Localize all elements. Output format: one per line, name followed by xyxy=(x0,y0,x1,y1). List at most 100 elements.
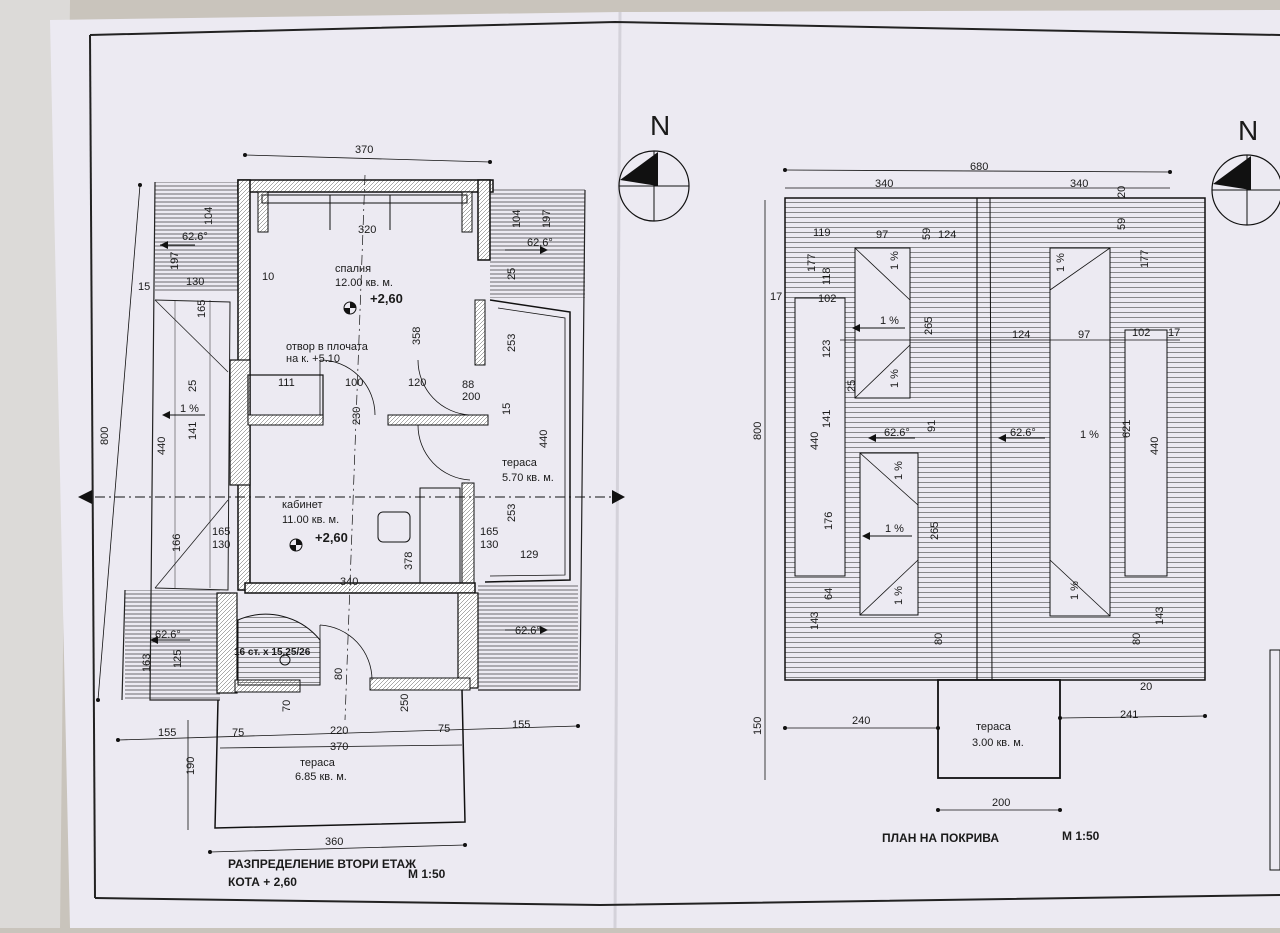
dim-358: 358 xyxy=(411,327,423,345)
roof-dim-800: 800 xyxy=(752,422,764,440)
dim-250: 250 xyxy=(399,694,411,712)
roof-dim-143b: 143 xyxy=(1154,607,1166,625)
stair-label: 16 ст. х 15,25/26 xyxy=(234,647,311,658)
dim-360: 360 xyxy=(325,836,343,848)
roof-dim-680: 680 xyxy=(970,161,988,173)
dim-120: 120 xyxy=(408,377,426,389)
roof-dim-177a: 177 xyxy=(806,254,818,272)
dim-165-left: 165 xyxy=(196,300,208,318)
roof-dim-150: 150 xyxy=(752,717,764,735)
roof-dim-25a: 25 xyxy=(846,380,858,392)
dim-253-right-a: 253 xyxy=(506,334,518,352)
roof-dim-20b: 20 xyxy=(1140,681,1152,693)
office-chair-icon xyxy=(377,511,411,543)
dim-165-window: 165 xyxy=(212,526,230,538)
dim-104-right: 104 xyxy=(511,210,523,228)
plan-title: РАЗПРЕДЕЛЕНИЕ ВТОРИ ЕТАЖ xyxy=(228,857,416,871)
dim-130-left: 130 xyxy=(186,276,204,288)
terrace-east-area: 5.70 кв. м. xyxy=(502,472,554,484)
terrace-east-name: тераса xyxy=(502,457,538,469)
dim-111: 111 xyxy=(278,377,295,389)
level-marker-icon xyxy=(343,301,357,315)
dim-155-right: 155 xyxy=(512,719,530,731)
north-label: N xyxy=(650,110,670,141)
north-arrow-icon xyxy=(1211,154,1280,226)
roof-dim-440b: 440 xyxy=(1149,437,1161,455)
dim-190: 190 xyxy=(185,757,197,775)
plan-scale: М 1:50 xyxy=(408,867,446,881)
roof-pitch-nw: 62.6° xyxy=(182,231,208,243)
roof-slope-8: 1 % xyxy=(893,586,905,605)
roof-hatch-ne xyxy=(490,188,585,298)
dim-200: 200 xyxy=(462,391,480,403)
dim-155-left: 155 xyxy=(158,727,176,739)
roof-dim-141: 141 xyxy=(821,410,833,428)
roof-dim-340-right: 340 xyxy=(1070,178,1088,190)
roof-pitch-sw: 62.6° xyxy=(155,629,181,641)
roof-plan-title: ПЛАН НА ПОКРИВА xyxy=(882,831,999,845)
dim-230: 230 xyxy=(351,407,363,425)
roof-dim-17b: 17 xyxy=(1168,327,1180,339)
bedroom-area: 12.00 кв. м. xyxy=(335,277,393,289)
roof-dim-621: 621 xyxy=(1121,420,1133,438)
dim-320: 320 xyxy=(358,224,376,236)
dim-370-bottom: 370 xyxy=(330,741,348,753)
dim-129: 129 xyxy=(520,549,538,561)
roof-north-label: N xyxy=(1238,115,1258,146)
roof-hatch-sw xyxy=(125,590,220,700)
roof-slope-2: 1 % xyxy=(885,523,904,535)
dim-15-right: 15 xyxy=(501,403,513,415)
roof-slope-1: 1 % xyxy=(880,315,899,327)
frame-top xyxy=(89,20,1280,36)
dim-130-window: 130 xyxy=(212,539,230,551)
dim-88: 88 xyxy=(462,379,474,391)
roof-slope-4: 1 % xyxy=(1055,253,1067,272)
roof-dim-176: 176 xyxy=(823,512,835,530)
north-arrow-icon xyxy=(618,150,690,222)
dim-25-left: 25 xyxy=(187,380,199,392)
section-marker-right xyxy=(612,490,625,504)
roof-slope-3: 1 % xyxy=(1080,429,1099,441)
roof-pitch-right: 62.6° xyxy=(1010,427,1036,439)
roof-dim-119: 119 xyxy=(813,227,831,239)
level-marker-icon xyxy=(289,538,303,552)
terrace-south-name: тераса xyxy=(300,757,336,769)
dim-197-right: 197 xyxy=(541,210,553,228)
dim-141-left: 141 xyxy=(187,422,199,440)
roof-dim-240: 240 xyxy=(852,715,870,727)
roof-dim-102a: 102 xyxy=(818,293,836,305)
roof-slope-7: 1 % xyxy=(893,461,905,480)
roof-hatch-se xyxy=(478,585,578,690)
dim-165-window-r: 165 xyxy=(480,526,498,538)
frame-left xyxy=(89,34,96,899)
bedroom-name: спалня xyxy=(335,263,371,275)
roof-dim-241: 241 xyxy=(1120,709,1138,721)
dim-10-left: 10 xyxy=(262,271,274,283)
roof-slope-5: 1 % xyxy=(889,251,901,270)
roof-dim-59a: 59 xyxy=(921,228,933,240)
roof-dim-102b: 102 xyxy=(1132,327,1150,339)
dim-378: 378 xyxy=(403,552,415,570)
dim-130-window-r: 130 xyxy=(480,539,498,551)
dim-75-left: 75 xyxy=(232,727,244,739)
dim-253-right-b: 253 xyxy=(506,504,518,522)
dim-370-top: 370 xyxy=(355,144,373,156)
roof-dim-200: 200 xyxy=(992,797,1010,809)
dim-197-left: 197 xyxy=(169,252,181,270)
dim-70: 70 xyxy=(281,700,293,712)
dim-75-right: 75 xyxy=(438,723,450,735)
roof-dim-440a: 440 xyxy=(809,432,821,450)
roof-slope-9: 1 % xyxy=(1069,581,1081,600)
dim-220: 220 xyxy=(330,725,348,737)
roof-dim-143a: 143 xyxy=(809,612,821,630)
roof-dim-17a: 17 xyxy=(770,291,782,303)
roof-dim-177b: 177 xyxy=(1139,250,1151,268)
dim-100: 100 xyxy=(345,377,363,389)
dim-15-left: 15 xyxy=(138,281,150,293)
dim-800-left: 800 xyxy=(99,427,111,445)
dim-25-right: 25 xyxy=(506,268,518,280)
roof-dim-80a: 80 xyxy=(933,633,945,645)
roof-dim-97a: 97 xyxy=(876,229,888,241)
dim-166: 166 xyxy=(171,534,183,552)
